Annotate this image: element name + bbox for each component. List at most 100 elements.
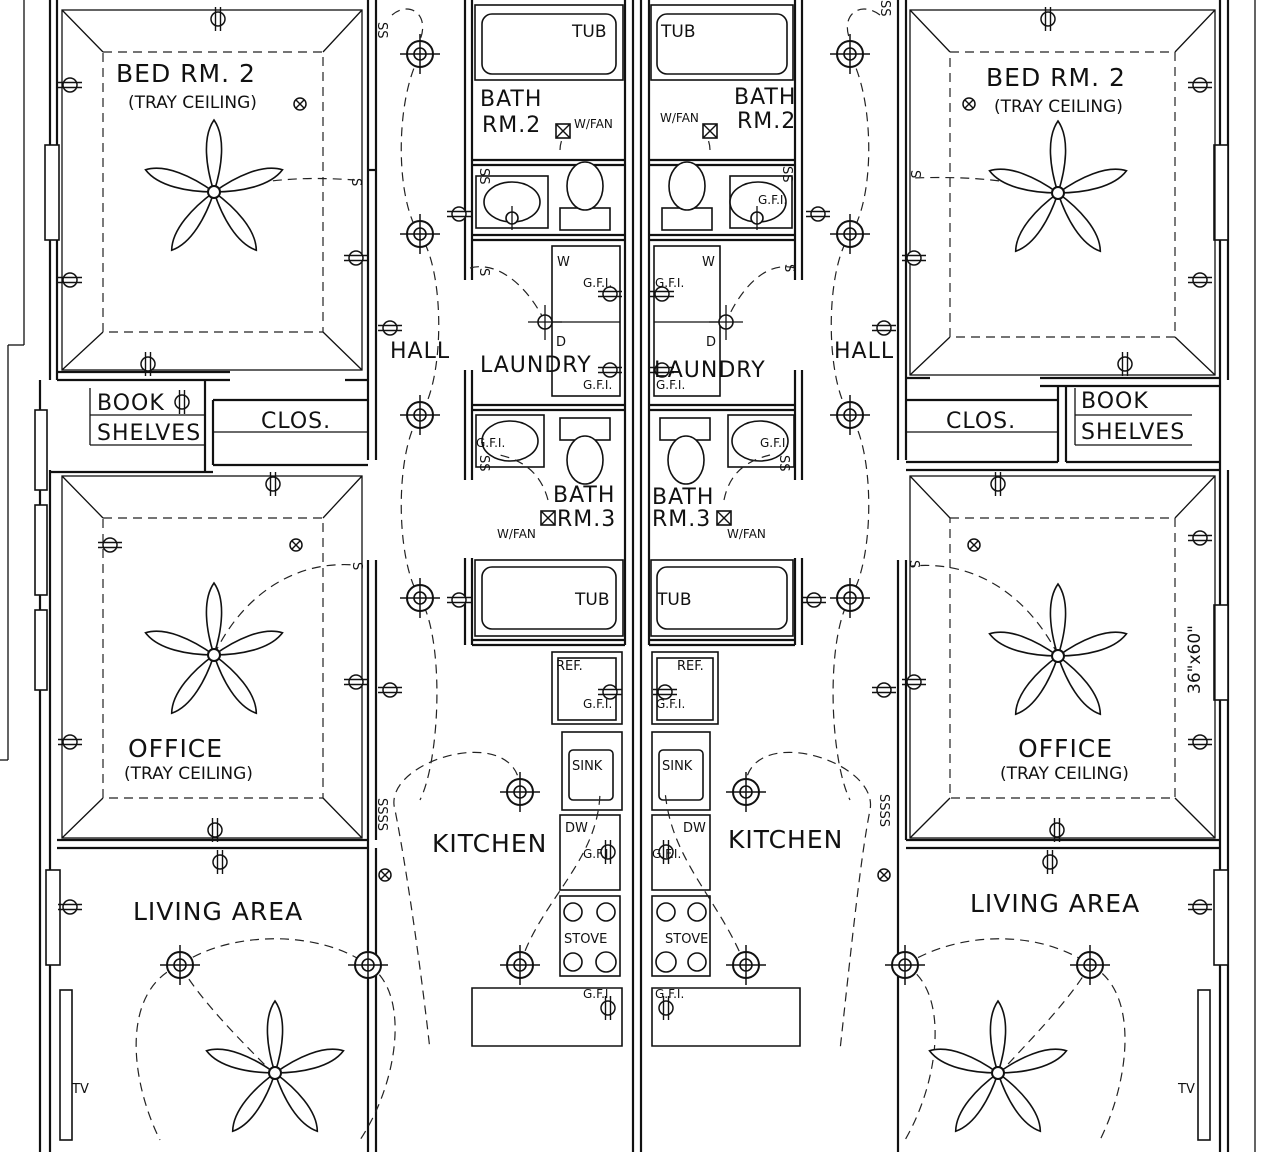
room-label-bath: BATH: [652, 485, 714, 510]
light-fixture-icon: [399, 394, 441, 436]
fan-icon: [142, 119, 286, 256]
room-label-hall: HALL: [390, 339, 450, 364]
switch-label: S: [906, 560, 921, 568]
double-switch-label: SS: [877, 0, 892, 17]
exhaust-fan-icon: [555, 123, 571, 139]
switch-label: S: [781, 264, 796, 272]
outlet-icon: [377, 682, 403, 698]
label-closet: CLOS.: [261, 409, 331, 434]
fixture-labels: TUB TUB TUB TUB REF. REF. SINK SINK DW D…: [71, 22, 1195, 1097]
washer-label: W: [702, 255, 715, 270]
outlet-icon: [801, 592, 827, 608]
light-fixture-icon: [159, 944, 201, 986]
gfi-label: G.F.I.: [760, 436, 789, 450]
w-fan-label: W/FAN: [727, 527, 766, 541]
gfi-label: G.F.I.: [655, 276, 684, 290]
outlet-icon: [1187, 77, 1213, 93]
outlet-icon: [805, 206, 831, 222]
label-shelves: SHELVES: [97, 421, 201, 446]
switch-label: S: [476, 268, 491, 276]
light-fixture-icon: [1069, 944, 1111, 986]
light-fixture-icon: [829, 577, 871, 619]
gfi-label: G.F.I.: [656, 697, 685, 711]
tub-label: TUB: [571, 22, 607, 42]
quad-switch-label: SSSS: [876, 794, 891, 827]
light-fixture-icon: [725, 771, 767, 813]
gfi-label: G.F.I.: [583, 847, 612, 861]
label-book: BOOK: [1081, 389, 1149, 414]
fan-icon: [142, 582, 286, 719]
room-label-office: OFFICE: [1018, 734, 1113, 763]
switch-label: S: [348, 178, 363, 186]
light-fixture-icon: [399, 33, 441, 75]
outlet-icon: [1042, 849, 1058, 875]
room-label-office: OFFICE: [128, 734, 223, 763]
exhaust-fan-icon: [702, 123, 718, 139]
double-switch-label: SS: [374, 22, 389, 39]
smoke-detectors: [289, 97, 981, 882]
label-shelves: SHELVES: [1081, 420, 1185, 445]
room-label-kitchen: KITCHEN: [432, 829, 547, 858]
wiring-runs: [135, 8, 1126, 1141]
stove-label: STOVE: [564, 932, 607, 947]
ceiling-fans: [142, 119, 1130, 1137]
dw-label: DW: [683, 821, 706, 836]
room-label-kitchen: KITCHEN: [728, 825, 843, 854]
gfi-label: G.F.I.: [583, 697, 612, 711]
w-fan-label: W/FAN: [497, 527, 536, 541]
window-dimension-label: 36"x60": [1185, 625, 1205, 694]
outlet-icon: [871, 682, 897, 698]
light-fixture-icon: [884, 944, 926, 986]
room-label-bath: BATH: [553, 483, 615, 508]
room-label-bed-rm-2: BED RM. 2: [116, 59, 256, 88]
smoke-detector-icon: [289, 538, 303, 552]
room-labels: BED RM. 2 (TRAY CEILING) OFFICE (TRAY CE…: [97, 59, 1185, 926]
dryer-label: D: [706, 335, 716, 350]
room-label-rm2: RM.2: [737, 109, 796, 134]
exhaust-fan-icon: [716, 510, 732, 526]
plumbing-fixtures: [471, 4, 801, 1047]
outlet-icon: [343, 250, 369, 266]
dryer-label: D: [556, 335, 566, 350]
gfi-label: G.F.I.: [656, 378, 685, 392]
outlet-icon: [377, 320, 403, 336]
light-fixture-icon: [829, 394, 871, 436]
light-fixture-icon: [829, 33, 871, 75]
light-fixtures: [159, 33, 1111, 986]
light-fixture-icon: [499, 944, 541, 986]
outlet-icon: [97, 537, 123, 553]
gfi-label: G.F.I.: [652, 847, 681, 861]
tray-ceiling-note: (TRAY CEILING): [128, 93, 257, 113]
outlet-icon: [446, 592, 472, 608]
tv-label: TV: [1177, 1082, 1195, 1097]
room-label-hall: HALL: [834, 339, 894, 364]
outlet-icon: [1187, 734, 1213, 750]
switch-label: S: [349, 562, 364, 570]
gfi-label: G.F.I.: [583, 378, 612, 392]
outlet-icon: [1187, 272, 1213, 288]
tub-label: TUB: [656, 590, 692, 610]
outlet-icon: [1187, 899, 1213, 915]
room-label-bath: BATH: [480, 87, 542, 112]
gfi-label: G.F.I.: [758, 193, 787, 207]
tub-label: TUB: [574, 590, 610, 610]
tray-ceiling-note: (TRAY CEILING): [124, 764, 253, 784]
smoke-detector-icon: [877, 868, 891, 882]
double-switch-label: SS: [776, 455, 791, 472]
double-switch-label: SS: [476, 455, 491, 472]
outlet-icon: [1117, 351, 1133, 377]
smoke-detector-icon: [378, 868, 392, 882]
fan-icon: [203, 1000, 347, 1137]
ref-label: REF.: [677, 659, 704, 674]
smoke-detector-icon: [293, 97, 307, 111]
outlet-icon: [446, 206, 472, 222]
ref-label: REF.: [556, 659, 583, 674]
outlet-icon: [174, 389, 190, 415]
gfi-label: G.F.I.: [655, 987, 684, 1001]
fan-icon: [986, 583, 1130, 720]
double-switch-label: SS: [476, 168, 491, 185]
outlet-icon: [212, 849, 228, 875]
light-fixture-icon: [399, 577, 441, 619]
outlet-icon: [57, 899, 83, 915]
